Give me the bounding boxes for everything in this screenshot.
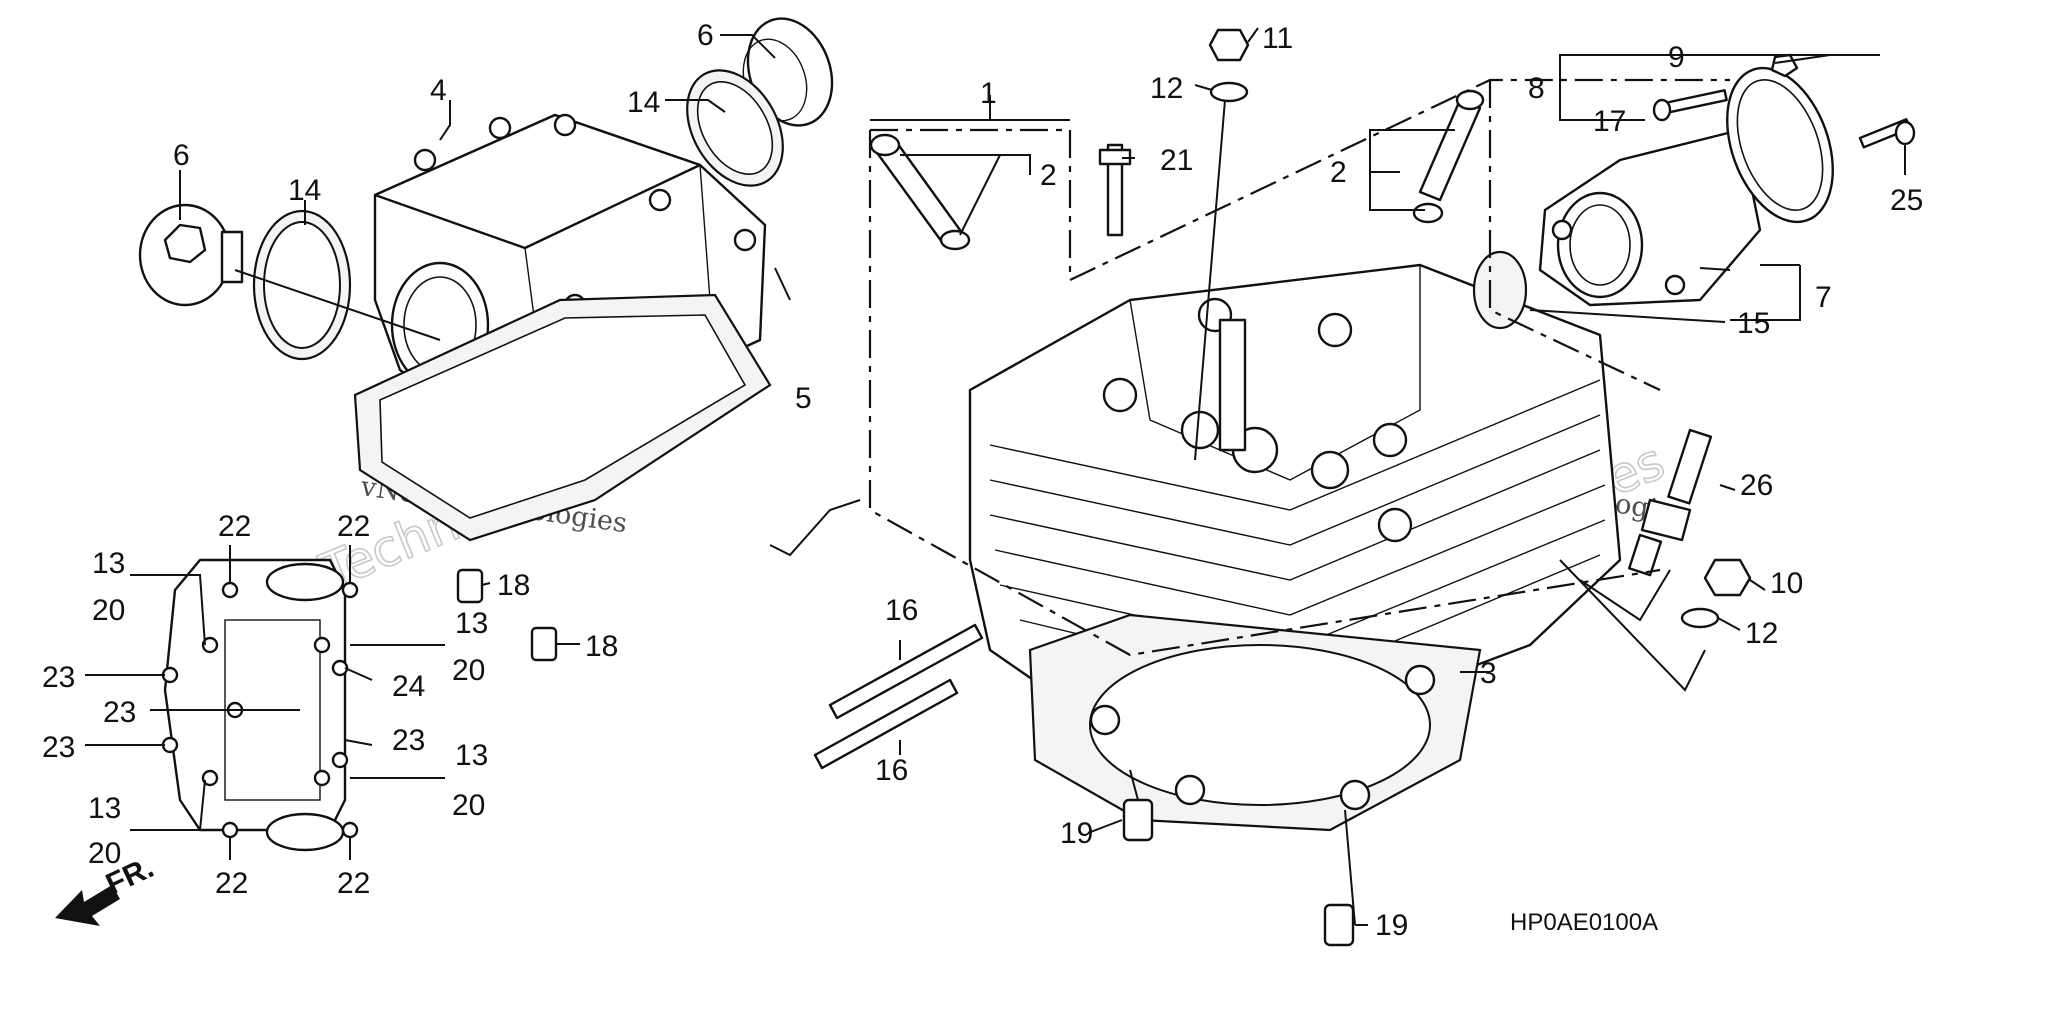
callout-25: 25	[1890, 184, 1923, 217]
washer-12a	[1209, 81, 1249, 103]
callout-6: 6	[173, 139, 190, 172]
callout-4: 4	[430, 74, 447, 107]
callout-13: 13	[92, 547, 125, 580]
callout-12: 12	[1745, 617, 1778, 650]
nut-10	[1703, 558, 1752, 597]
callout-2: 2	[1040, 159, 1057, 192]
callout-22: 22	[218, 510, 251, 543]
stud-bolts-16	[813, 623, 984, 770]
callout-5: 5	[795, 382, 812, 415]
callout-23: 23	[103, 696, 136, 729]
callout-12: 12	[1150, 72, 1183, 105]
assembly-boundary-2	[870, 78, 1730, 282]
callout-16: 16	[875, 754, 908, 787]
callout-11: 11	[1262, 22, 1293, 55]
callout-22: 22	[337, 867, 370, 900]
callout-labels: 1 2 2 3 4 5 6 6 7 8 9 10 11 12 12 13 13 …	[42, 19, 1923, 942]
hose-clamp	[1726, 66, 1834, 224]
nut-9	[1770, 53, 1799, 78]
callout-7: 7	[1815, 281, 1832, 314]
leader-lines	[85, 27, 1906, 926]
dowel-pin-19b	[1323, 903, 1355, 947]
callout-6: 6	[697, 19, 714, 52]
callout-1: 1	[980, 77, 997, 110]
callout-19: 19	[1375, 909, 1408, 942]
callout-10: 10	[1770, 567, 1803, 600]
callout-22: 22	[337, 510, 370, 543]
valve-guide-left	[869, 133, 971, 251]
callout-13: 13	[88, 792, 121, 825]
callout-20: 20	[88, 837, 121, 870]
callout-3: 3	[1480, 657, 1497, 690]
bolt-21	[1098, 143, 1132, 237]
valve-guide-right	[1412, 89, 1485, 224]
dowel-pin-18a	[456, 568, 484, 604]
o-ring-14-left	[252, 209, 352, 361]
assembly-boundary-3	[1488, 80, 1661, 391]
head-cover-gasket	[353, 293, 772, 542]
oil-filler-cap-left	[138, 203, 244, 307]
dowel-pin-18b	[530, 626, 558, 662]
callout-23: 23	[42, 731, 75, 764]
assembly-boundary-1	[868, 130, 1661, 657]
side-cover-plate	[161, 558, 359, 852]
callout-9: 9	[1668, 41, 1685, 74]
callout-13: 13	[455, 739, 488, 772]
callout-16: 16	[885, 594, 918, 627]
carburetor-insulator	[1538, 128, 1762, 307]
callout-17: 17	[1593, 105, 1626, 138]
washer-12b	[1680, 607, 1720, 629]
screw-17	[1652, 89, 1728, 122]
callout-18: 18	[585, 630, 618, 663]
spark-plug	[1627, 428, 1713, 577]
callout-19: 19	[1060, 817, 1093, 850]
callout-22: 22	[215, 867, 248, 900]
diagram-code: HP0AE0100A	[1510, 909, 1658, 936]
callout-20: 20	[452, 789, 485, 822]
dowel-pin-19a	[1122, 798, 1154, 842]
nut-11	[1208, 28, 1250, 62]
callout-14: 14	[627, 86, 660, 119]
cylinder-head-gasket	[1028, 613, 1482, 832]
callout-23: 23	[42, 661, 75, 694]
callout-13: 13	[455, 607, 488, 640]
callout-24: 24	[392, 670, 425, 703]
callout-21: 21	[1160, 144, 1193, 177]
callout-2: 2	[1330, 156, 1347, 189]
callout-23: 23	[392, 724, 425, 757]
callout-20: 20	[92, 594, 125, 627]
callout-8: 8	[1528, 72, 1545, 105]
callout-20: 20	[452, 654, 485, 687]
screw-25	[1858, 118, 1916, 149]
callout-26: 26	[1740, 469, 1773, 502]
o-ring-15	[1472, 250, 1528, 330]
callout-15: 15	[1737, 307, 1770, 340]
callout-14: 14	[288, 174, 321, 207]
callout-18: 18	[497, 569, 530, 602]
